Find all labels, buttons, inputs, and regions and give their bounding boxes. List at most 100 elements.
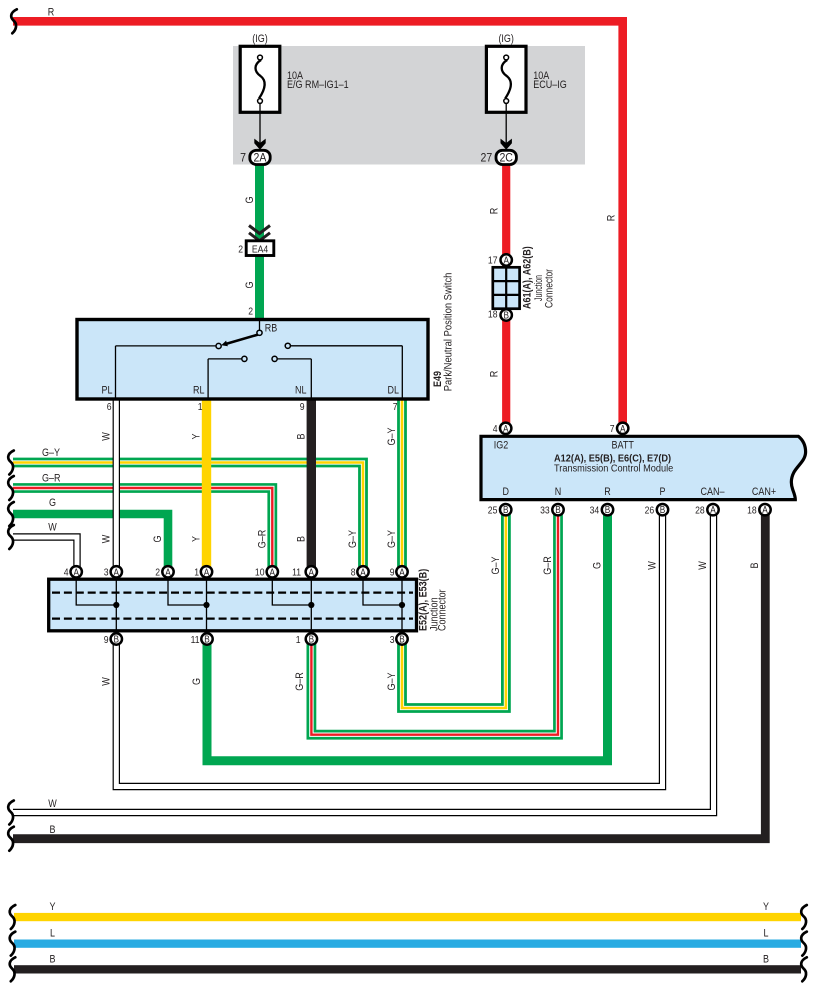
svg-text:L: L: [764, 928, 769, 940]
svg-text:B: B: [763, 954, 769, 966]
svg-text:W: W: [100, 432, 112, 441]
svg-text:B: B: [660, 505, 666, 516]
svg-text:27: 27: [481, 151, 493, 165]
svg-text:Y: Y: [50, 901, 57, 913]
svg-text:A: A: [270, 567, 276, 578]
svg-text:A: A: [73, 567, 79, 578]
svg-text:CAN+: CAN+: [752, 486, 776, 498]
svg-text:7: 7: [240, 151, 246, 165]
svg-text:R: R: [48, 7, 55, 19]
svg-text:Y: Y: [763, 901, 770, 913]
svg-text:A: A: [114, 567, 120, 578]
svg-text:17: 17: [488, 255, 498, 267]
svg-text:1: 1: [194, 567, 199, 579]
svg-text:W: W: [48, 522, 57, 534]
svg-text:W: W: [647, 561, 659, 570]
svg-text:B: B: [295, 536, 307, 542]
svg-text:D: D: [502, 486, 509, 498]
svg-text:B: B: [503, 311, 509, 322]
svg-text:B: B: [295, 434, 307, 440]
svg-text:A: A: [620, 424, 626, 435]
svg-text:11: 11: [292, 567, 301, 579]
svg-text:1: 1: [296, 634, 301, 646]
svg-text:G–R: G–R: [256, 530, 268, 549]
svg-text:10A: 10A: [533, 70, 550, 82]
svg-text:A12(A), E5(B), E6(C), E7(D): A12(A), E5(B), E6(C), E7(D): [554, 454, 671, 465]
svg-text:26: 26: [645, 505, 655, 517]
svg-text:G: G: [152, 536, 164, 543]
svg-text:G–R: G–R: [542, 556, 554, 575]
svg-text:11: 11: [191, 634, 200, 646]
svg-text:7: 7: [610, 423, 615, 435]
svg-text:B: B: [204, 635, 210, 646]
svg-text:A: A: [503, 256, 509, 267]
svg-text:A: A: [360, 567, 366, 578]
svg-text:W: W: [100, 677, 112, 686]
svg-text:Junction: Junction: [533, 275, 545, 301]
svg-text:10: 10: [255, 567, 265, 579]
svg-text:DL: DL: [388, 385, 400, 397]
svg-text:10A: 10A: [287, 70, 304, 82]
svg-text:W: W: [697, 561, 709, 570]
svg-text:G–R: G–R: [294, 672, 306, 691]
svg-text:3: 3: [390, 634, 395, 646]
svg-text:G: G: [49, 497, 56, 509]
svg-text:NL: NL: [295, 385, 307, 397]
svg-text:A: A: [399, 567, 405, 578]
svg-text:G–Y: G–Y: [386, 529, 398, 548]
svg-text:R: R: [489, 371, 501, 378]
svg-text:2: 2: [155, 567, 160, 579]
svg-text:A: A: [204, 567, 210, 578]
svg-text:A: A: [309, 567, 315, 578]
svg-text:4: 4: [64, 567, 69, 579]
svg-text:Y: Y: [191, 535, 203, 542]
svg-text:Connector: Connector: [437, 589, 449, 631]
svg-text:R: R: [604, 486, 611, 498]
svg-text:G–Y: G–Y: [42, 447, 61, 459]
svg-text:L: L: [50, 928, 55, 940]
svg-text:33: 33: [540, 505, 550, 517]
svg-text:9: 9: [104, 634, 109, 646]
svg-text:2: 2: [238, 244, 243, 256]
svg-text:G–Y: G–Y: [386, 427, 398, 446]
svg-text:W: W: [100, 534, 112, 543]
svg-text:18: 18: [488, 309, 498, 321]
svg-text:B: B: [399, 635, 405, 646]
svg-text:A: A: [762, 505, 768, 516]
svg-text:G–Y: G–Y: [386, 672, 398, 691]
svg-text:6: 6: [107, 401, 112, 413]
svg-text:B: B: [50, 954, 56, 966]
svg-text:A: A: [165, 567, 171, 578]
svg-text:34: 34: [590, 505, 600, 517]
svg-text:G–Y: G–Y: [347, 529, 359, 548]
svg-text:Transmission Control Module: Transmission Control Module: [554, 464, 674, 475]
svg-text:IG2: IG2: [494, 439, 509, 451]
svg-text:25: 25: [488, 505, 498, 517]
svg-text:1: 1: [198, 401, 203, 413]
svg-text:B: B: [309, 635, 315, 646]
svg-text:B: B: [749, 563, 761, 569]
svg-text:3: 3: [104, 567, 109, 579]
svg-text:R: R: [606, 215, 618, 222]
svg-text:9: 9: [300, 401, 305, 413]
svg-text:BATT: BATT: [612, 439, 635, 451]
svg-text:E/G RM–IG1–1: E/G RM–IG1–1: [287, 79, 349, 91]
svg-text:2: 2: [248, 306, 253, 318]
svg-text:G: G: [244, 282, 256, 289]
svg-text:4: 4: [493, 423, 498, 435]
svg-text:G: G: [244, 196, 256, 203]
svg-text:G–R: G–R: [42, 473, 61, 485]
svg-text:Y: Y: [191, 433, 203, 440]
svg-text:E52(A), E53(B): E52(A), E53(B): [418, 569, 430, 631]
svg-text:A: A: [503, 424, 509, 435]
svg-text:R: R: [489, 208, 501, 215]
svg-text:(IG): (IG): [252, 33, 268, 45]
svg-text:Junction: Junction: [429, 597, 441, 631]
svg-text:2C: 2C: [499, 151, 513, 165]
svg-text:ECU–IG: ECU–IG: [533, 79, 567, 91]
svg-text:N: N: [555, 486, 562, 498]
svg-text:Park/Neutral Position Switch: Park/Neutral Position Switch: [443, 273, 455, 392]
svg-text:B: B: [555, 505, 561, 516]
svg-text:B: B: [503, 505, 509, 516]
svg-text:W: W: [48, 798, 57, 810]
